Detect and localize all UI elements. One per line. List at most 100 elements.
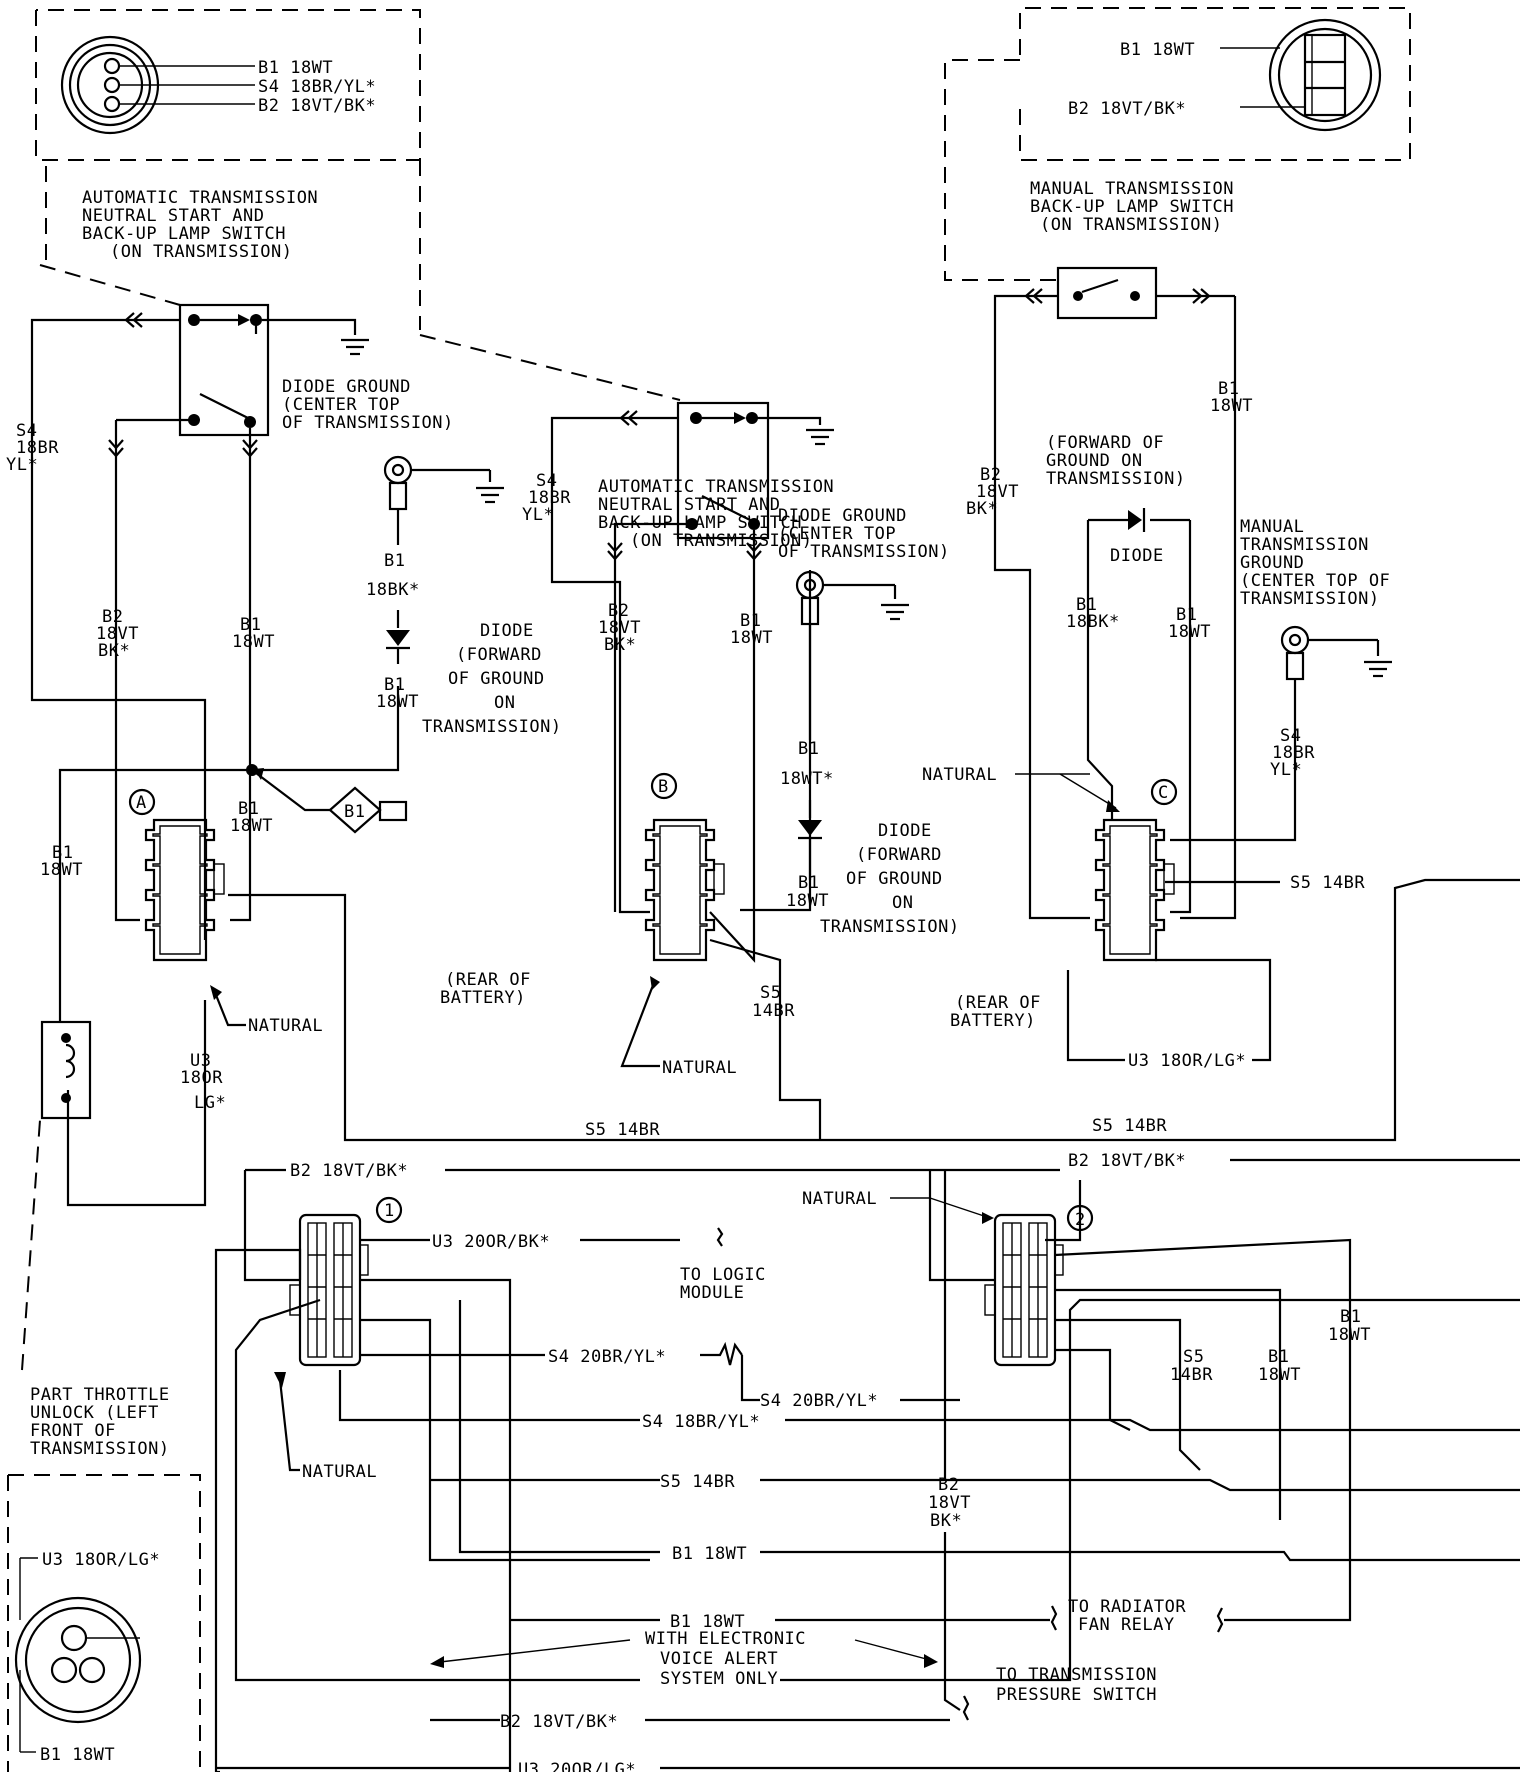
s5-14br-lower-label: S5 14BR	[660, 1472, 735, 1492]
part-throttle-2: UNLOCK (LEFT	[30, 1403, 159, 1423]
wires-a	[30, 311, 1520, 1207]
wire-2-b1-1: B1	[1268, 1347, 1289, 1367]
connector-2	[983, 1213, 1065, 1367]
part-throttle-outline	[7, 1119, 201, 1772]
wire-b-b1-2: 18WT	[730, 628, 773, 648]
auto-b-caption-1: AUTOMATIC TRANSMISSION	[598, 477, 834, 497]
wire-2-b1-2: 18WT	[1258, 1365, 1301, 1385]
forward-ground-c-2: GROUND ON	[1046, 451, 1143, 471]
wire-c-b2-1: B2	[980, 465, 1001, 485]
part-throttle-u3: U3 18OR/LG*	[42, 1550, 160, 1570]
auto-switch-detail-outline	[35, 9, 681, 401]
diode-a-5: TRANSMISSION)	[422, 717, 562, 737]
wire-b-b2-1: B2	[608, 601, 629, 621]
wire-c-b1-1: B1	[1218, 379, 1239, 399]
wire-a-b2-2: 18VT	[96, 624, 139, 644]
s4-20br-yl-label-2: S4 20BR/YL*	[760, 1391, 878, 1411]
wire-a-b1-4: 18WT	[230, 816, 273, 836]
evas-1: WITH ELECTRONIC	[645, 1629, 806, 1649]
forward-ground-c-3: TRANSMISSION)	[1046, 469, 1186, 489]
wire-c-s4-1: S4	[1280, 726, 1301, 746]
connector-1	[288, 1213, 370, 1367]
part-throttle-4: TRANSMISSION)	[30, 1439, 170, 1459]
natural-1: NATURAL	[302, 1462, 377, 1482]
u3-20or-lg-label: U3 20OR/LG*	[518, 1760, 636, 1772]
connector-1-label: 1	[384, 1201, 395, 1221]
wire-a-u3-3: LG*	[194, 1093, 226, 1113]
diode-b-4: ON	[892, 893, 913, 913]
diode-ground-a-3: OF TRANSMISSION)	[282, 413, 454, 433]
wire-b-b2-2: 18VT	[598, 618, 641, 638]
natural-2: NATURAL	[802, 1189, 877, 1209]
diode-a-symbol	[386, 610, 410, 664]
wire-a-b1-2: 18WT	[232, 632, 275, 652]
wire-a-b2-3: BK*	[98, 641, 130, 661]
wire-2-b1-4: 18WT	[1328, 1325, 1371, 1345]
wire-b-b1star-2: 18WT*	[780, 769, 834, 789]
diode-b-symbol	[798, 800, 822, 880]
switch-a	[116, 303, 270, 437]
diode-a-4: ON	[494, 693, 515, 713]
wire-c-u3: U3 18OR/LG*	[1128, 1051, 1246, 1071]
wire-2-b2-3: BK*	[930, 1511, 962, 1531]
connector-a	[144, 818, 226, 962]
diode-ground-b-symbol	[795, 570, 911, 740]
part-throttle-connector-icon	[14, 1557, 142, 1753]
wire-2-s5-2: 14BR	[1170, 1365, 1213, 1385]
rear-battery-c-2: BATTERY)	[950, 1011, 1036, 1031]
wire-b-s4-1: S4	[536, 471, 557, 491]
to-logic-2: MODULE	[680, 1283, 744, 1303]
diode-ground-a-symbol	[383, 455, 506, 545]
wire-a-b2-1: B2	[102, 607, 123, 627]
manual-ground-symbol	[1280, 625, 1394, 681]
manual-caption-2: BACK-UP LAMP SWITCH	[1030, 197, 1234, 217]
auto-b-caption-3: BACK-UP LAMP SWITCH	[598, 513, 802, 533]
b2-run-label-right: B2 18VT/BK*	[1068, 1151, 1186, 1171]
evas-3: SYSTEM ONLY	[660, 1669, 778, 1689]
wire-a-b1-6: 18WT	[40, 860, 83, 880]
diode-c-symbol	[1128, 508, 1146, 532]
diode-ground-b-1: DIODE GROUND	[778, 506, 907, 526]
manual-pin-b2: B2 18VT/BK*	[1068, 99, 1186, 119]
wire-c-b1wt-2: 18WT	[1168, 622, 1211, 642]
auto-caption-2: NEUTRAL START AND	[82, 206, 265, 226]
manual-ground-5: TRANSMISSION)	[1240, 589, 1380, 609]
wire-b-b2-3: BK*	[604, 635, 636, 655]
diode-b-5: TRANSMISSION)	[820, 917, 960, 937]
wire-c-b1bk-1: B1	[1076, 595, 1097, 615]
connector-c-label: C	[1158, 783, 1169, 803]
diode-ground-b-3: OF TRANSMISSION)	[778, 542, 950, 562]
wire-a-s4-1: S4	[16, 421, 37, 441]
wire-c-s4-3: YL*	[1270, 760, 1302, 780]
wire-a-b1-5: B1	[52, 843, 73, 863]
wire-c-b2-2: 18VT	[976, 482, 1019, 502]
manual-caption-3: (ON TRANSMISSION)	[1040, 215, 1223, 235]
auto-pin-b2: B2 18VT/BK*	[258, 96, 376, 116]
wire-2-b1-3: B1	[1340, 1307, 1361, 1327]
diode-c-label: DIODE	[1110, 546, 1164, 566]
u3-20or-bk-label: U3 20OR/BK*	[432, 1232, 550, 1252]
b2-18vt-bk-lower-label: B2 18VT/BK*	[500, 1712, 618, 1732]
diode-a-3: OF GROUND	[448, 669, 545, 689]
diode-ground-b-2: (CENTER TOP	[778, 524, 896, 544]
connector-b	[644, 818, 726, 962]
rear-battery-a-2: BATTERY)	[440, 988, 526, 1008]
diode-a-1: DIODE	[480, 621, 534, 641]
auto-b-caption-4: (ON TRANSMISSION)	[630, 531, 813, 551]
wire-a-b1bk-1: B1	[384, 551, 405, 571]
wire-c-b1-2: 18WT	[1210, 396, 1253, 416]
diode-b-3: OF GROUND	[846, 869, 943, 889]
wire-a-b1bk-2: 18BK*	[366, 580, 420, 600]
s5-run-left: S5 14BR	[585, 1120, 660, 1140]
diode-ground-a-2: (CENTER TOP	[282, 395, 400, 415]
auto-caption-3: BACK-UP LAMP SWITCH	[82, 224, 286, 244]
auto-caption-1: AUTOMATIC TRANSMISSION	[82, 188, 318, 208]
forward-ground-c-1: (FORWARD OF	[1046, 433, 1164, 453]
manual-ground-1: MANUAL	[1240, 517, 1304, 537]
natural-a: NATURAL	[248, 1016, 323, 1036]
wire-a-u3-1: U3	[190, 1051, 211, 1071]
manual-switch-connector-icon	[1220, 18, 1382, 132]
natural-c: NATURAL	[922, 765, 997, 785]
part-throttle-1: PART THROTTLE	[30, 1385, 170, 1405]
manual-pin-b1: B1 18WT	[1120, 40, 1195, 60]
